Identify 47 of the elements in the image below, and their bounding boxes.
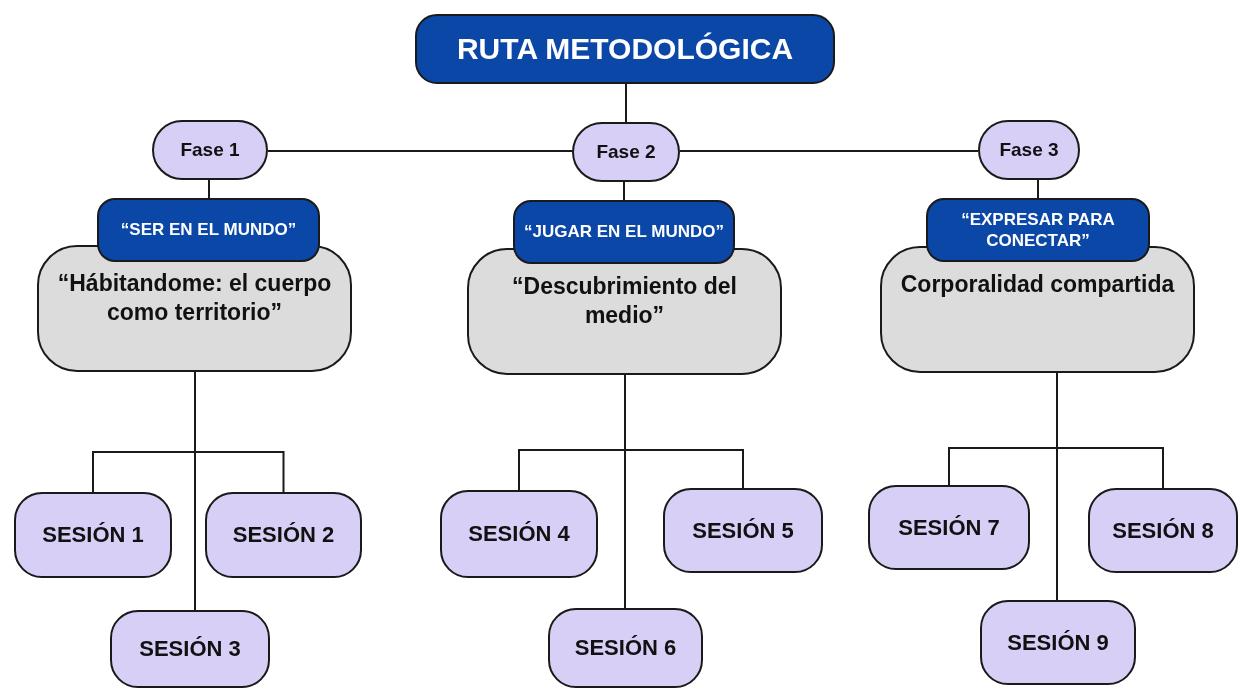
- phase-pill: [978, 120, 1080, 180]
- node-label: SESIÓN 2: [232, 521, 335, 549]
- node-label: Fase 1: [180, 138, 240, 162]
- node-label: SESIÓN 9: [1007, 628, 1109, 657]
- node-label: Fase 2: [596, 140, 656, 164]
- session-box: [205, 492, 362, 578]
- session-box: [980, 600, 1136, 685]
- node-label: RUTA METODOLÓGICA: [456, 31, 794, 68]
- connector-line: [194, 371, 196, 611]
- connector-line: [1037, 179, 1039, 199]
- theme-box: [467, 248, 782, 375]
- phase-pill: [572, 122, 680, 182]
- node-label: SESIÓN 3: [139, 635, 241, 663]
- connector-line: [625, 83, 627, 123]
- node-label: Corporalidad compartida: [900, 270, 1175, 299]
- theme-tag: [926, 198, 1150, 262]
- node-label: “Descubrimiento del medio”: [511, 272, 738, 330]
- node-label: SESIÓN 6: [574, 634, 677, 662]
- connector-line: [267, 150, 573, 152]
- connector-line: [623, 181, 625, 201]
- connector-line: [208, 179, 210, 199]
- node-label: “JUGAR EN EL MUNDO”: [524, 221, 724, 243]
- node-label: SESIÓN 8: [1112, 516, 1214, 545]
- theme-tag: [97, 198, 320, 262]
- node-label: SESIÓN 4: [468, 520, 570, 548]
- node-label: SESIÓN 7: [898, 513, 1000, 542]
- session-box: [663, 488, 823, 573]
- title-box: [415, 14, 835, 84]
- phase-pill: [152, 120, 268, 180]
- session-box: [110, 610, 270, 688]
- session-box: [440, 490, 598, 578]
- session-box: [14, 492, 172, 578]
- node-label: “Hábitandome: el cuerpo como territorio”: [56, 269, 333, 327]
- node-label: “EXPRESAR PARA CONECTAR”: [960, 208, 1116, 252]
- node-label: Fase 3: [999, 138, 1059, 162]
- session-box: [548, 608, 703, 688]
- node-label: SESIÓN 1: [42, 521, 144, 549]
- connector-line: [1056, 372, 1058, 601]
- theme-tag: [513, 200, 735, 264]
- session-box: [1088, 488, 1238, 573]
- session-box: [868, 485, 1030, 570]
- node-label: SESIÓN 5: [692, 516, 794, 545]
- theme-box: [37, 245, 352, 372]
- connector-line: [679, 150, 979, 152]
- theme-box: [880, 246, 1195, 373]
- connector-line: [624, 374, 626, 609]
- node-label: “SER EN EL MUNDO”: [120, 219, 297, 241]
